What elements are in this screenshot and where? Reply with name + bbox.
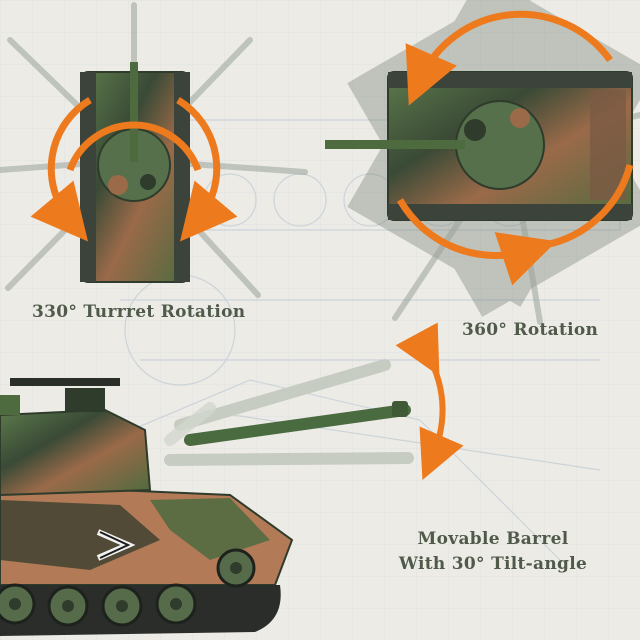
turret-360 [455, 100, 545, 190]
cupola [0, 395, 20, 415]
hatch-360 [464, 119, 486, 141]
main-barrel [184, 404, 411, 446]
barrel-tilt-line-2: With 30° Tilt-angle [398, 554, 588, 574]
machine-gun [10, 378, 120, 386]
rotation-arrow-bottom [396, 198, 557, 286]
turret-body [0, 408, 152, 497]
full-rotation-caption: 360° Rotation [462, 320, 599, 340]
mg-mount [65, 388, 105, 412]
barrel-360 [325, 140, 465, 149]
turret-barrel [130, 62, 138, 162]
turret-rotation-arrow-top [66, 121, 202, 172]
muzzle [392, 401, 408, 417]
turret-rotation-illustration [0, 2, 308, 298]
hatch-2 [140, 174, 156, 190]
hull-chevron-marking-inner [99, 531, 131, 559]
rotation-arrow-right [544, 164, 634, 249]
ghost-barrel-up [174, 359, 391, 431]
turret-rotation-arrow-left [30, 97, 92, 242]
tilt-arrow [395, 322, 464, 481]
barrel-tilt-caption: Movable Barrel With 30° Tilt-angle [397, 527, 589, 577]
hatch [108, 175, 128, 195]
rotation-arrow-top [405, 10, 613, 106]
hull-camo [0, 500, 160, 570]
ghost-barrel-down [164, 452, 414, 466]
wheel-hubs [9, 562, 242, 612]
ghost-barrel-mid-up [164, 402, 216, 446]
engine-grille [590, 90, 626, 200]
hatch-360-2 [510, 108, 530, 128]
hull-camo-2 [150, 498, 270, 560]
hull-track-bottom [388, 204, 632, 220]
barrel-tilt-illustration [0, 322, 464, 636]
turret-rotation-arrow-right [176, 97, 238, 242]
barrel-tilt-line-1: Movable Barrel [417, 529, 569, 549]
turret-rotation-caption: 330° Turrret Rotation [32, 302, 246, 322]
full-rotation-illustration [325, 0, 640, 325]
